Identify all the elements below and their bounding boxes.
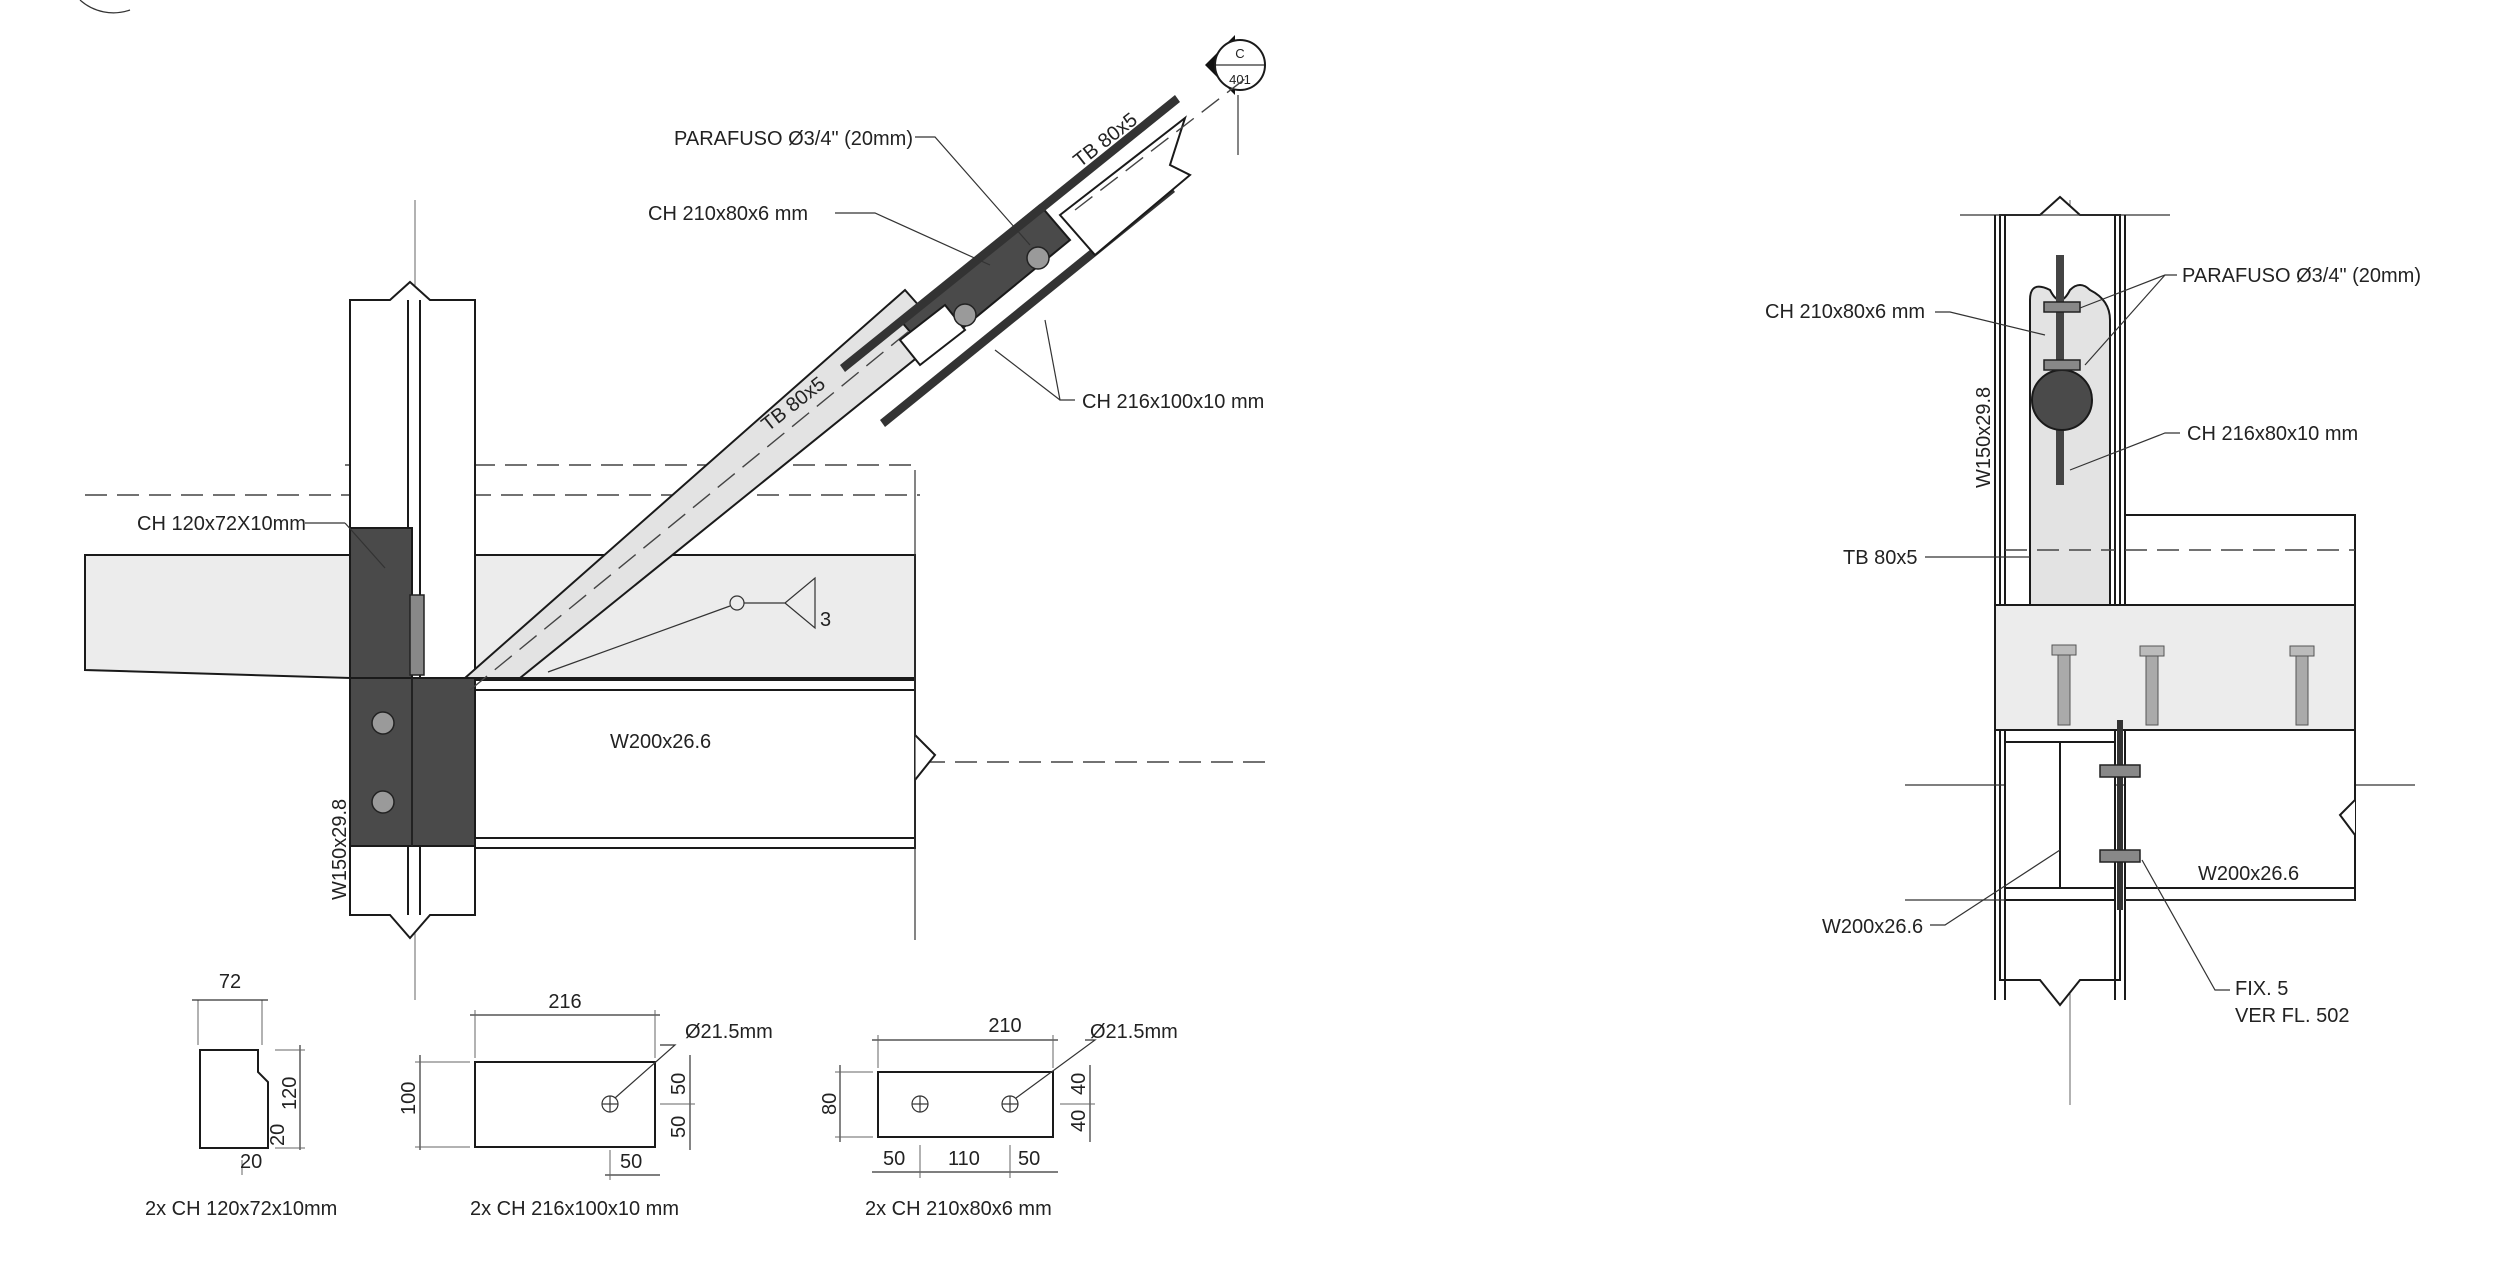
plate3-v1: 40 <box>1068 1073 1090 1095</box>
plate2-width: 216 <box>548 991 581 1013</box>
plate2-hole: Ø21.5mm <box>685 1021 773 1043</box>
label-column: W150x29.8 <box>329 799 351 900</box>
plate2-caption: 2x CH 216x100x10 mm <box>470 1198 679 1220</box>
bolt-circle <box>371 790 395 814</box>
bolt-circle <box>1026 246 1050 270</box>
right-detail: CH 210x80x6 mm PARAFUSO Ø3/4" (20mm) W15… <box>1765 195 2421 1105</box>
plate2-height: 100 <box>398 1082 420 1115</box>
label-ch210: CH 210x80x6 mm <box>648 203 808 225</box>
label-r-ch210: CH 210x80x6 mm <box>1765 301 1925 323</box>
plate3-hole: Ø21.5mm <box>1090 1021 1178 1043</box>
weld-symbol-size: 3 <box>820 609 831 631</box>
plate3-h3: 50 <box>1018 1148 1040 1170</box>
label-r-column: W150x29.8 <box>1973 387 1995 488</box>
label-ch216: CH 216x100x10 mm <box>1082 391 1264 413</box>
plate3-width: 210 <box>988 1015 1021 1037</box>
plate3-v2: 40 <box>1068 1110 1090 1132</box>
plate-detail-ch210: 210 80 Ø21.5mm 40 40 50 110 50 2x CH 210… <box>819 1015 1178 1220</box>
bolt-circle <box>371 711 395 735</box>
label-r-beam-left: W200x26.6 <box>1822 916 1923 938</box>
plate1-caption: 2x CH 120x72x10mm <box>145 1198 337 1220</box>
label-r-fix: FIX. 5 <box>2235 978 2288 1000</box>
bolt-circle <box>953 303 977 327</box>
beam-w200 <box>474 679 937 849</box>
plate-ch120-upper <box>349 527 413 679</box>
plate2-h1: 50 <box>620 1151 642 1173</box>
label-ch120: CH 120x72X10mm <box>137 513 306 535</box>
label-r-beam-right: W200x26.6 <box>2198 863 2299 885</box>
left-detail: 3 CH 120x72X10mm PARAFUSO Ø3/4" (20mm) C… <box>84 74 1265 1000</box>
label-r-bolt: PARAFUSO Ø3/4" (20mm) <box>2182 265 2421 287</box>
label-r-ref: VER FL. 502 <box>2235 1005 2350 1027</box>
plate1-chamfer-a: 20 <box>240 1151 262 1173</box>
plate3-caption: 2x CH 210x80x6 mm <box>865 1198 1052 1220</box>
plate-detail-ch216: 216 100 Ø21.5mm 50 50 50 2x CH 216x100x1… <box>398 991 773 1220</box>
section-marker-letter: C <box>1235 46 1244 61</box>
concrete-slab-left <box>84 554 351 680</box>
section-marker-number: 401 <box>1229 72 1251 87</box>
plate3-height: 80 <box>819 1093 841 1115</box>
label-beam: W200x26.6 <box>610 731 711 753</box>
label-r-tube: TB 80x5 <box>1843 547 1917 569</box>
plate1-chamfer-b: 20 <box>267 1124 289 1146</box>
plate3-h1: 50 <box>883 1148 905 1170</box>
plate3-h2: 110 <box>948 1148 980 1170</box>
plate1-width: 72 <box>219 971 241 993</box>
plate-detail-ch120: 72 120 20 20 2x CH 120x72x10mm <box>145 971 337 1220</box>
plate2-v2: 50 <box>668 1116 690 1138</box>
label-bolt: PARAFUSO Ø3/4" (20mm) <box>674 128 913 150</box>
plate1-height: 120 <box>279 1077 301 1110</box>
section-marker: C 401 <box>1205 35 1266 155</box>
corner-circle <box>79 0 131 14</box>
plate2-v1: 50 <box>668 1073 690 1095</box>
label-r-ch216: CH 216x80x10 mm <box>2187 423 2358 445</box>
